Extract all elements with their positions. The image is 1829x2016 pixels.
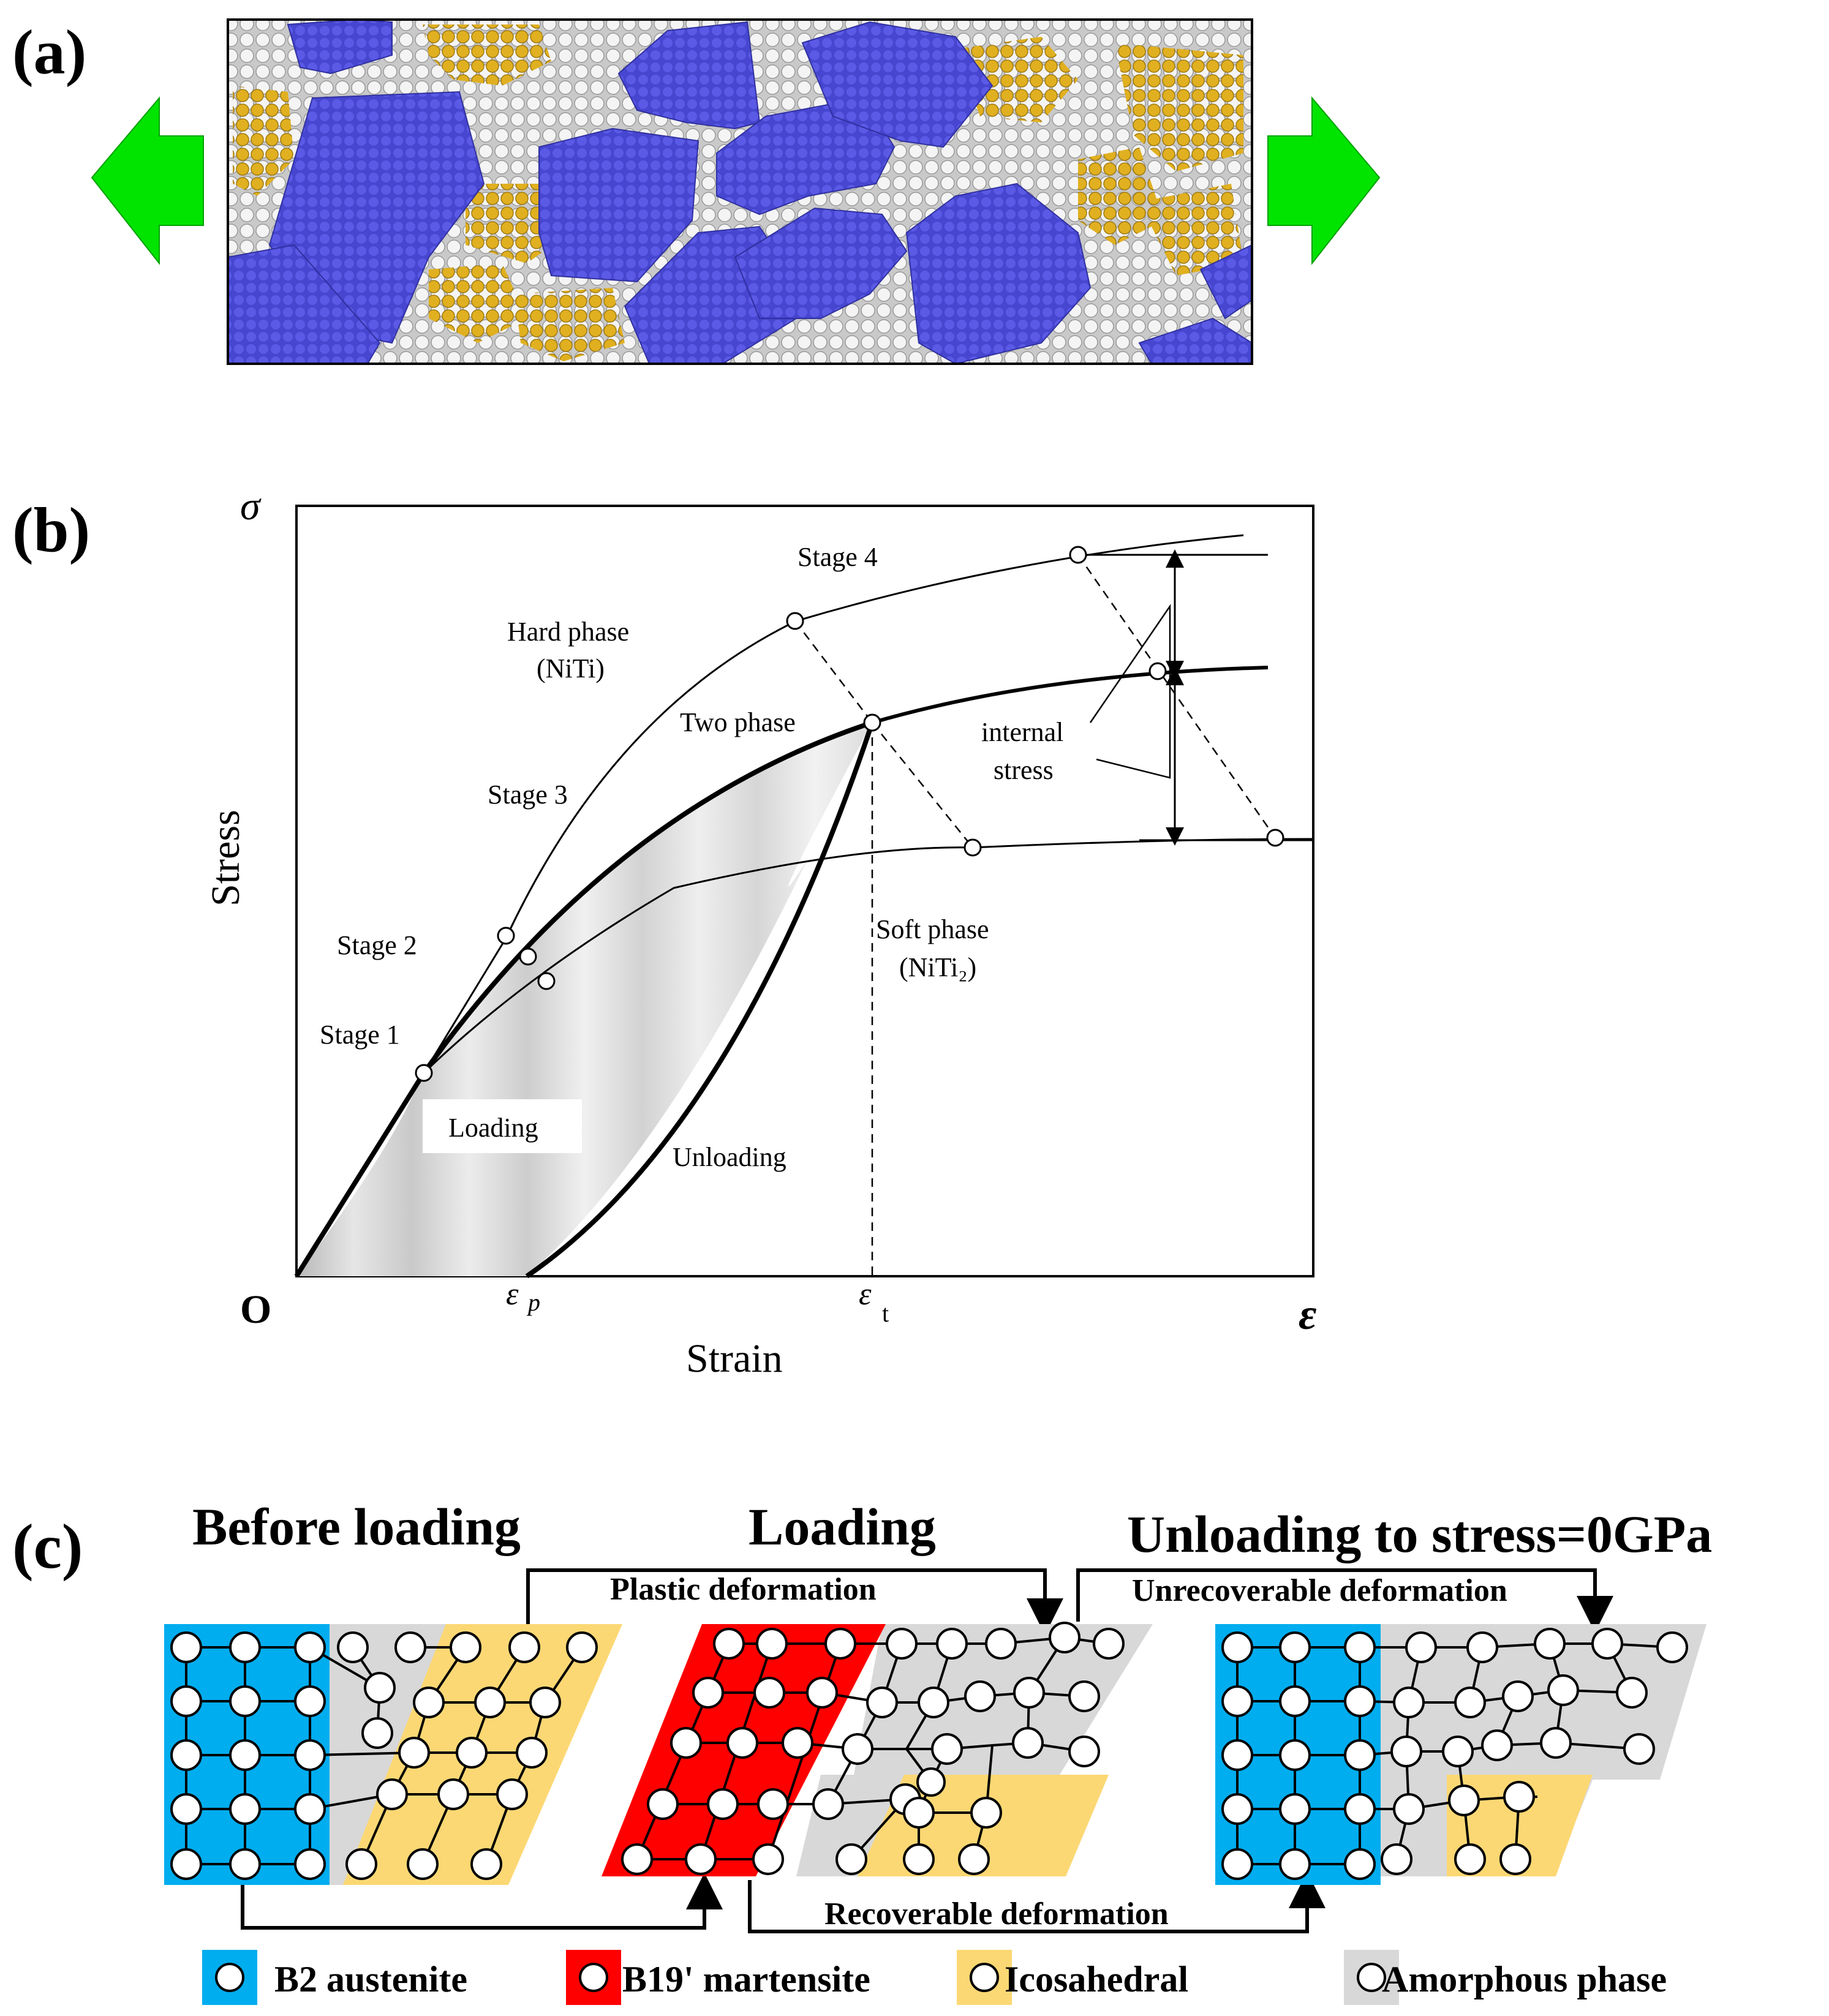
panel-c-label: (c) — [12, 1511, 83, 1582]
legend-b19-label: B19' martensite — [622, 1959, 870, 1999]
x-axis-title: Strain — [686, 1336, 783, 1381]
stage1-label: Stage 1 — [320, 1020, 400, 1050]
transition-points — [415, 546, 1284, 1082]
unloading-curve — [525, 721, 875, 1279]
eps-t-symbol: ε — [859, 1277, 872, 1312]
b2-grains — [227, 18, 1253, 365]
unloading-label: Unloading — [673, 1142, 786, 1172]
dashed-guides — [794, 554, 1277, 1276]
two-phase-curve — [872, 666, 1269, 724]
origin-label: O — [240, 1287, 271, 1332]
unloading-title: Unloading to stress=0GPa — [1127, 1505, 1712, 1563]
internal-stress-label-2: stress — [994, 755, 1054, 785]
unrecoverable-deformation-label: Unrecoverable deformation — [1132, 1573, 1507, 1608]
before-loading-title: Before loading — [192, 1497, 521, 1556]
eps-p-symbol: ε — [506, 1277, 519, 1312]
legend-b2-label: B2 austenite — [274, 1959, 467, 1999]
loading-label: Loading — [448, 1113, 538, 1143]
hard-phase-formula: (NiTi) — [537, 653, 605, 683]
loading-curve — [294, 720, 873, 1278]
unloading-structure — [1215, 1624, 1706, 1885]
icosahedral-clusters — [233, 24, 1243, 361]
two-phase-label: Two phase — [680, 707, 796, 737]
hard-phase-label: Hard phase — [507, 617, 629, 647]
legend-amorph-label: Amorphous phase — [1382, 1959, 1667, 1999]
internal-stress-pointer — [1089, 603, 1171, 779]
epsilon-label: ε — [1299, 1290, 1317, 1339]
loading-label-bg — [423, 1099, 582, 1153]
soft-phase-label: Soft phase — [876, 914, 989, 944]
stage3-label: Stage 3 — [488, 780, 568, 810]
stress-strain-graph: O σ ε Stress Strain ε p ε t Stage 1 Stag… — [203, 484, 1317, 1381]
eps-t-subscript: t — [882, 1299, 889, 1327]
legend-ico-label: Icosahedral — [1005, 1959, 1188, 1999]
panel-a-label: (a) — [12, 17, 86, 88]
internal-stress-label: internal — [981, 717, 1063, 747]
before-loading-structure — [164, 1624, 622, 1885]
plastic-deformation-label: Plastic deformation — [610, 1572, 877, 1607]
legend: B2 austenite B19' martensite Icosahedral… — [202, 1950, 1667, 2005]
panel-b-label: (b) — [12, 495, 90, 565]
deformation-arrows — [241, 1568, 1613, 1933]
simulation-box — [227, 18, 1253, 365]
sigma-label: σ — [240, 484, 262, 528]
recoverable-deformation-label: Recoverable deformation — [824, 1897, 1169, 1931]
stage2-label: Stage 2 — [337, 930, 417, 960]
tension-arrow-left — [91, 96, 204, 265]
soft-phase-formula: (NiTi₂) — [899, 952, 976, 982]
stage4-label: Stage 4 — [798, 542, 878, 572]
loading-title: Loading — [749, 1497, 936, 1556]
loading-structure — [601, 1622, 1153, 1876]
eps-p-subscript: p — [526, 1288, 540, 1316]
y-axis-title: Stress — [203, 810, 248, 906]
tension-arrow-right — [1267, 96, 1381, 265]
